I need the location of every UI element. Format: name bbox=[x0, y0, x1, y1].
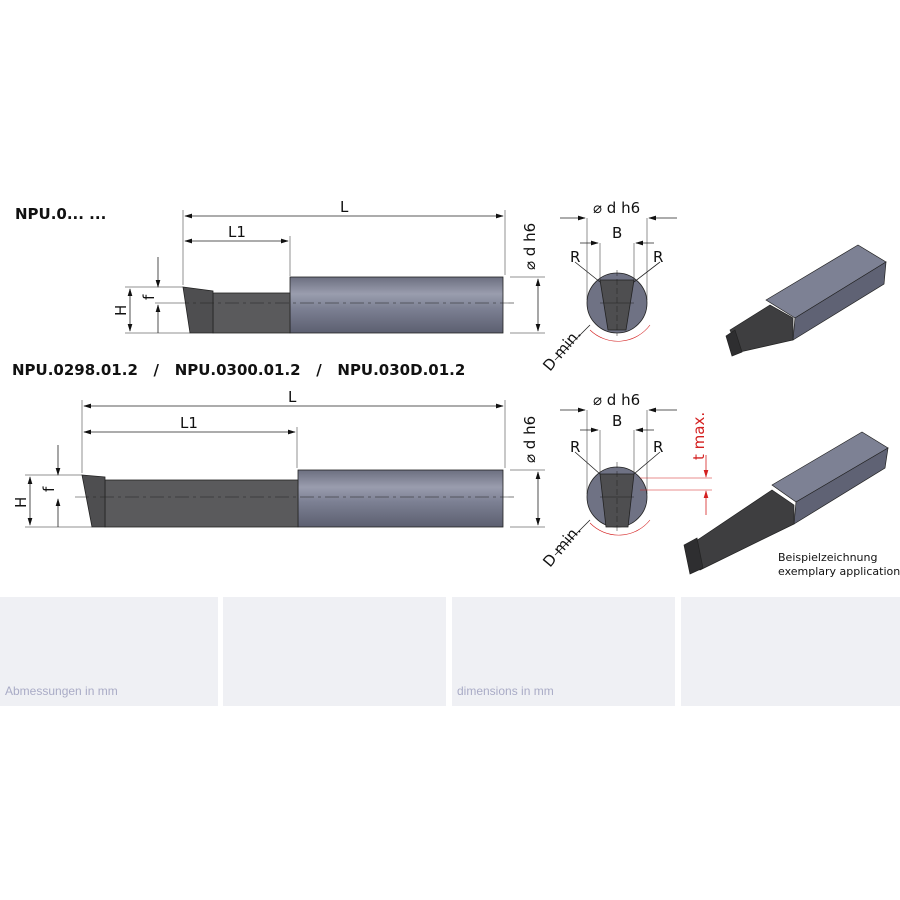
panel-text: dimensions in mm bbox=[457, 684, 554, 698]
cross-section-bottom bbox=[554, 407, 712, 556]
dim-tmax: t max. bbox=[690, 412, 708, 460]
tool-side-view-long bbox=[25, 400, 545, 528]
tool-side-view-short bbox=[125, 210, 545, 334]
dim-R-left: R bbox=[570, 248, 580, 266]
cross-section-top bbox=[554, 215, 677, 361]
dim-L1: L1 bbox=[228, 223, 246, 241]
info-panel-2 bbox=[223, 597, 446, 706]
dim-Dmin-2: D min. bbox=[539, 521, 585, 570]
series-label: NPU.0... ... bbox=[15, 205, 106, 223]
tool-3d-view-long bbox=[683, 431, 889, 575]
dim-d-section-2: ⌀ d h6 bbox=[593, 391, 640, 409]
info-panel-1: Abmessungen in mm bbox=[0, 597, 218, 706]
caption-en: exemplary application bbox=[778, 565, 900, 578]
dim-R-right-2: R bbox=[653, 438, 663, 456]
dim-R-right: R bbox=[653, 248, 663, 266]
dim-L1-2: L1 bbox=[180, 414, 198, 432]
dim-L-2: L bbox=[288, 388, 297, 406]
info-panel-3: dimensions in mm bbox=[452, 597, 675, 706]
dim-d: ⌀ d h6 bbox=[521, 223, 539, 270]
dim-H-2: H bbox=[12, 497, 30, 508]
caption-de: Beispielzeichnung bbox=[778, 551, 877, 564]
dim-R-left-2: R bbox=[570, 438, 580, 456]
tool-3d-view-short bbox=[725, 244, 887, 357]
dim-f: f bbox=[140, 294, 158, 300]
dim-f-2: f bbox=[40, 486, 58, 492]
dim-d-2: ⌀ d h6 bbox=[521, 416, 539, 463]
dim-Dmin: D min. bbox=[539, 325, 585, 374]
dim-d-section: ⌀ d h6 bbox=[593, 199, 640, 217]
models-label: NPU.0298.01.2 / NPU.0300.01.2 / NPU.030D… bbox=[12, 361, 465, 379]
dim-L: L bbox=[340, 198, 349, 216]
info-panel-4 bbox=[681, 597, 900, 706]
dim-B-2: B bbox=[612, 412, 622, 430]
dim-H: H bbox=[112, 305, 130, 316]
panel-text: Abmessungen in mm bbox=[5, 684, 118, 698]
dim-B: B bbox=[612, 224, 622, 242]
